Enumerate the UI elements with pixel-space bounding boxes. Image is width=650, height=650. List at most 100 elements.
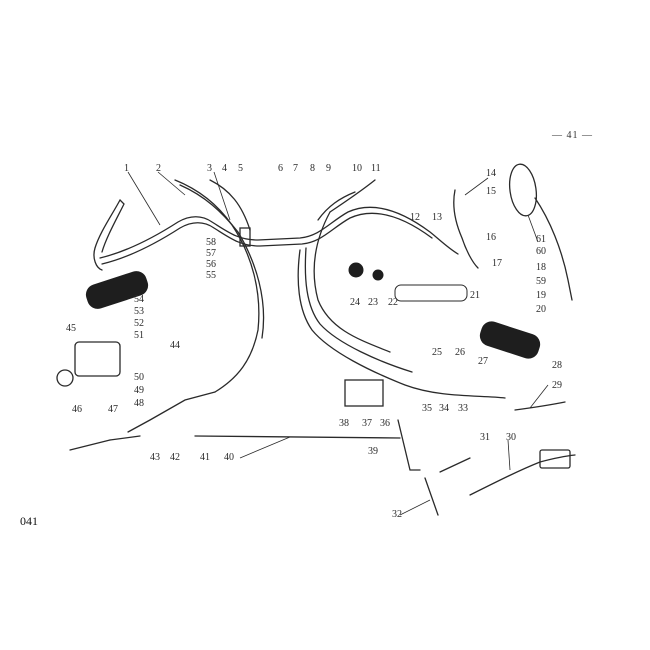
- part-label-46: 46: [72, 404, 82, 415]
- part-label-37: 37: [362, 418, 372, 429]
- part-23: [372, 269, 384, 281]
- part-label-7: 7: [293, 163, 298, 174]
- part-label-16: 16: [486, 232, 496, 243]
- part-label-47: 47: [108, 404, 118, 415]
- part-label-23: 23: [368, 297, 378, 308]
- leader-14: [464, 177, 489, 196]
- spring-31: [439, 457, 471, 473]
- cable-11: [329, 179, 376, 213]
- part-label-21: 21: [470, 290, 480, 301]
- part-label-52: 52: [134, 318, 144, 329]
- leader-29: [529, 384, 549, 409]
- part-label-53: 53: [134, 306, 144, 317]
- cable-clutch: [313, 211, 391, 353]
- part-label-19: 19: [536, 290, 546, 301]
- kick-lever-30: [469, 454, 576, 496]
- cable-10: [317, 191, 356, 221]
- leader-61: [527, 214, 539, 243]
- part-label-49: 49: [134, 385, 144, 396]
- lever-29: [514, 401, 566, 411]
- handlebar: [99, 206, 459, 259]
- part-label-50: 50: [134, 372, 144, 383]
- part-label-34: 34: [439, 403, 449, 414]
- pin-32: [424, 477, 439, 516]
- mirror-stem: [534, 197, 573, 301]
- part-label-15: 15: [486, 186, 496, 197]
- part-label-55: 55: [206, 270, 216, 281]
- leader-1: [127, 171, 161, 226]
- part-label-3: 3: [207, 163, 212, 174]
- part-label-10: 10: [352, 163, 362, 174]
- part-label-29: 29: [552, 380, 562, 391]
- right-grip: [479, 321, 541, 359]
- catalog-code: 041: [20, 514, 38, 528]
- part-24: [348, 262, 364, 278]
- part-label-48: 48: [134, 398, 144, 409]
- part-label-13: 13: [432, 212, 442, 223]
- part-label-35: 35: [422, 403, 432, 414]
- part-label-51: 51: [134, 330, 144, 341]
- mirror-head: [508, 163, 538, 217]
- part-label-39: 39: [368, 446, 378, 457]
- part-label-42: 42: [170, 452, 180, 463]
- leader-3: [213, 171, 231, 221]
- switch-50: [74, 341, 121, 377]
- part-label-1: 1: [124, 163, 129, 174]
- part-label-14: 14: [486, 168, 496, 179]
- cable-3: [209, 179, 251, 231]
- cable-throttle: [297, 249, 506, 399]
- left-lever-body: [101, 199, 125, 253]
- left-brake-lever: [93, 199, 121, 271]
- part-label-54: 54: [134, 294, 144, 305]
- housing-38: [344, 379, 384, 407]
- part-label-33: 33: [458, 403, 468, 414]
- part-label-4: 4: [222, 163, 227, 174]
- part-label-59: 59: [536, 276, 546, 287]
- part-label-26: 26: [455, 347, 465, 358]
- part-label-17: 17: [492, 258, 502, 269]
- part-label-27: 27: [478, 356, 488, 367]
- part-label-18: 18: [536, 262, 546, 273]
- cap-45: [56, 369, 74, 387]
- part-label-32: 32: [392, 509, 402, 520]
- adjuster-46: [69, 439, 111, 451]
- part-label-9: 9: [326, 163, 331, 174]
- part-label-2: 2: [156, 163, 161, 174]
- part-label-31: 31: [480, 432, 490, 443]
- cable-lower-left: [127, 391, 216, 433]
- part-label-45: 45: [66, 323, 76, 334]
- leader-32: [399, 499, 431, 516]
- leader-40: [239, 436, 291, 459]
- part-label-6: 6: [278, 163, 283, 174]
- part-label-5: 5: [238, 163, 243, 174]
- part-label-44: 44: [170, 340, 180, 351]
- part-label-30: 30: [506, 432, 516, 443]
- part-label-58: 58: [206, 237, 216, 248]
- bracket-39: [397, 419, 421, 471]
- page-number: — 41 —: [552, 130, 593, 141]
- part-label-28: 28: [552, 360, 562, 371]
- part-label-38: 38: [339, 418, 349, 429]
- right-brake-lever: [453, 189, 479, 269]
- cable-2: [174, 179, 260, 393]
- part-label-60: 60: [536, 246, 546, 257]
- handlebar-inner: [101, 212, 433, 265]
- part-label-8: 8: [310, 163, 315, 174]
- cable-2b: [179, 184, 265, 339]
- leader-30: [507, 439, 511, 471]
- part-label-43: 43: [150, 452, 160, 463]
- part-label-12: 12: [410, 212, 420, 223]
- part-label-22: 22: [388, 297, 398, 308]
- part-label-11: 11: [371, 163, 381, 174]
- cable-throttle-b: [304, 247, 413, 373]
- rod-40: [194, 435, 401, 439]
- connector-47: [109, 435, 141, 441]
- throttle-tube: [394, 284, 468, 302]
- part-label-20: 20: [536, 304, 546, 315]
- part-label-57: 57: [206, 248, 216, 259]
- part-label-61: 61: [536, 234, 546, 245]
- part-label-25: 25: [432, 347, 442, 358]
- part-label-56: 56: [206, 259, 216, 270]
